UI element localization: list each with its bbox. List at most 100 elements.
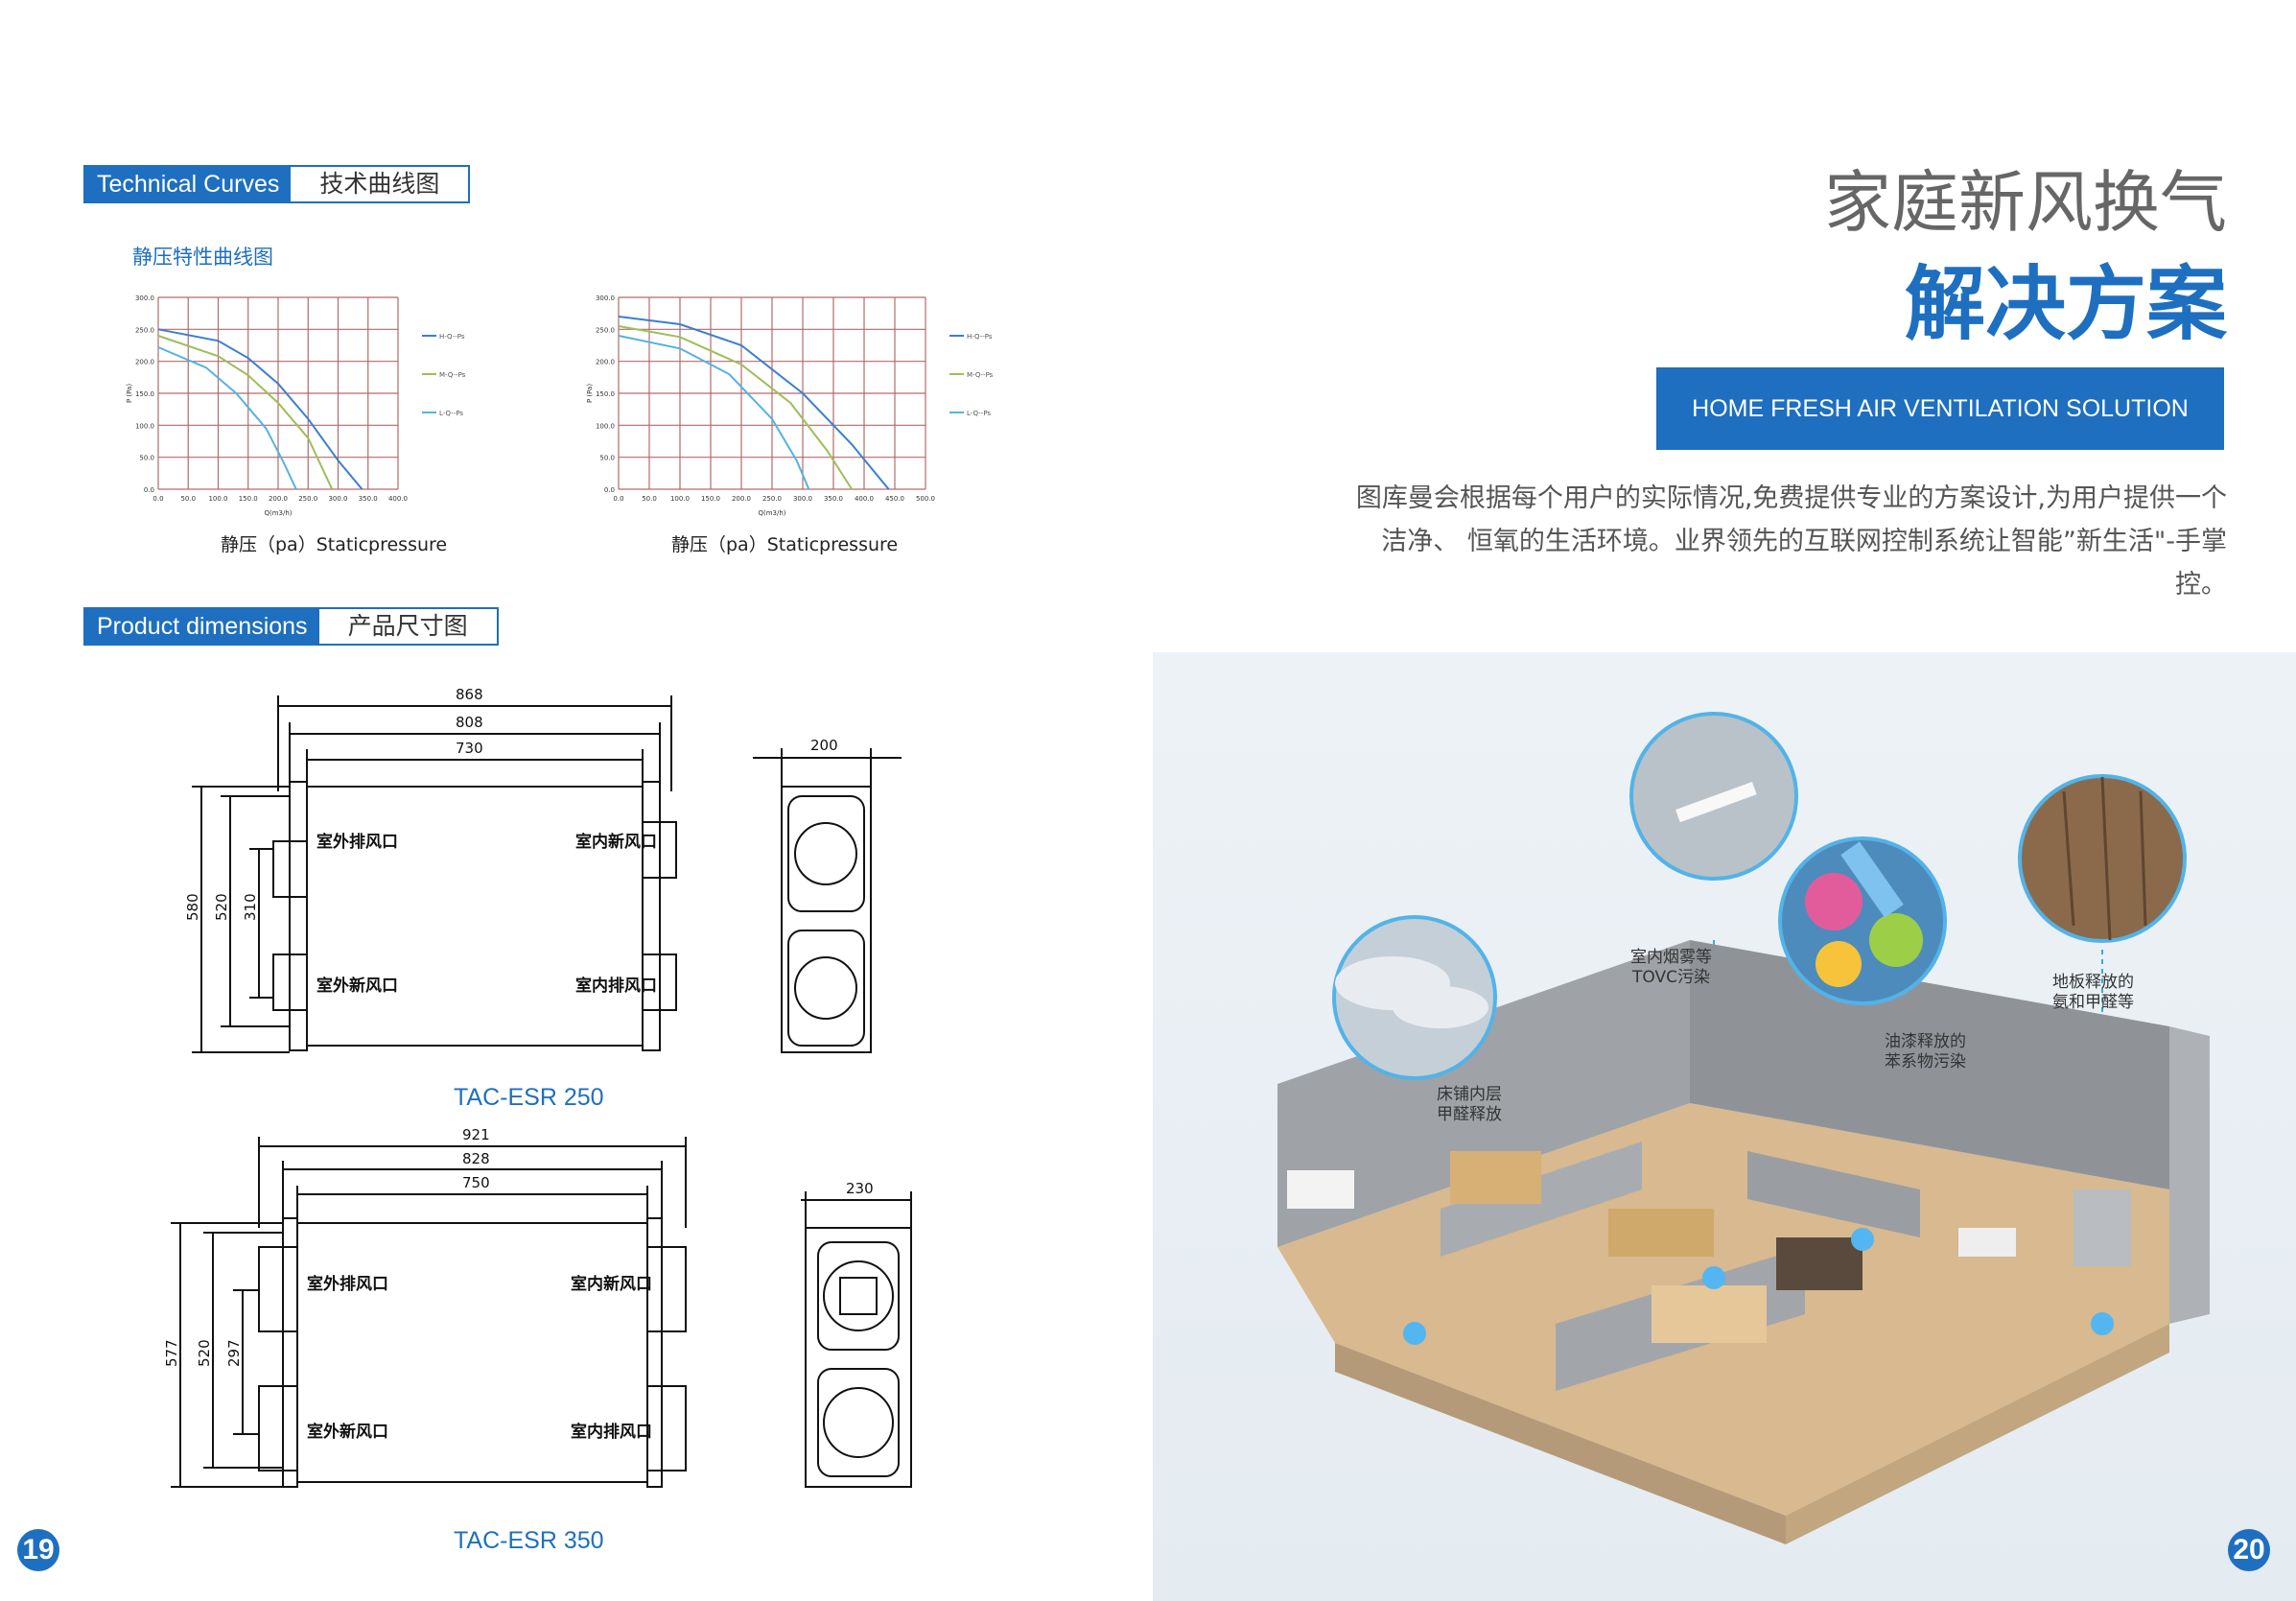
title-line-2: 解决方案 (1904, 257, 2227, 351)
port-350-2: 室内新风口 (571, 1274, 652, 1294)
series-line-L-Q--Ps (618, 335, 810, 490)
x-tick-label: 0.0 (613, 495, 623, 503)
y-tick-label: 0.0 (144, 486, 154, 494)
series-line-H-Q--Ps (157, 328, 363, 490)
legend-label: L-Q--Ps (439, 410, 463, 417)
y-tick-label: 0.0 (604, 486, 615, 494)
dimension-drawing-250: 868 808 730 200 580 520 310 室外排风口 室内新风口 … (184, 686, 902, 1053)
dim-350-h2: 520 (196, 1339, 213, 1367)
dim-250-overall: 868 (456, 686, 483, 703)
y-tick-label: 300.0 (596, 294, 615, 302)
dim-350-inner: 750 (462, 1174, 490, 1191)
product-dimensions-en: Product dimensions (85, 609, 319, 644)
x-tick-label: 150.0 (701, 495, 720, 503)
callout-bed-line2: 甲醛释放 (1437, 1105, 1502, 1124)
y-tick-label: 150.0 (596, 390, 615, 398)
series-line-L-Q--Ps (157, 346, 297, 490)
dim-350-mid: 828 (462, 1150, 490, 1167)
x-tick-label: 0.0 (152, 495, 163, 503)
legend-label: M-Q--Ps (439, 371, 466, 379)
callout-paint-line2: 苯系物污染 (1885, 1052, 1966, 1071)
page-number-19: 19 (17, 1529, 59, 1571)
x-tick-label: 450.0 (885, 495, 904, 503)
port-250-3: 室外新风口 (316, 976, 398, 996)
port-350-4: 室内排风口 (571, 1422, 652, 1442)
product-dimensions-cn: 产品尺寸图 (347, 612, 468, 640)
x-tick-label: 400.0 (388, 495, 408, 503)
x-tick-label: 250.0 (762, 495, 782, 503)
dim-250-height: 580 (184, 893, 201, 921)
callout-smoke-line1: 室内烟雾等 (1630, 948, 1712, 967)
dim-250-mid: 808 (456, 714, 483, 731)
technical-curves-cn: 技术曲线图 (319, 170, 440, 198)
x-tick-label: 50.0 (180, 495, 196, 503)
technical-curves-en: Technical Curves (85, 167, 292, 201)
dim-250-depth: 200 (810, 737, 838, 754)
page-number-20: 20 (2228, 1529, 2270, 1571)
series-line-H-Q--Ps (618, 316, 890, 490)
series-line-M-Q--Ps (157, 335, 334, 490)
legend-label: L-Q--Ps (967, 410, 991, 417)
port-250-2: 室内新风口 (575, 832, 657, 852)
dim-250-inner: 730 (456, 740, 483, 757)
y-tick-label: 50.0 (599, 455, 615, 462)
x-tick-label: 100.0 (208, 495, 227, 503)
chart-2-caption: 静压（pa）Staticpressure (671, 534, 899, 555)
house-illustration-panel: 床铺内层 甲醛释放 室内烟雾等 TOVC污染 油漆释放的 苯系物污染 地板释放的… (1153, 652, 2296, 1601)
y-tick-label: 150.0 (135, 390, 154, 398)
x-tick-label: 300.0 (793, 495, 812, 503)
x-tick-label: 300.0 (328, 495, 347, 503)
callout-floor-line1: 地板释放的 (2052, 973, 2134, 992)
y-tick-label: 300.0 (135, 294, 154, 302)
dim-350-depth: 230 (846, 1180, 874, 1197)
callout-bed-line1: 床铺内层 (1437, 1085, 1502, 1104)
model-label-250: TAC-ESR 250 (454, 1084, 604, 1111)
dim-250-h2: 520 (213, 893, 230, 921)
callout-floor: 地板释放的 氨和甲醛等 (2052, 973, 2134, 1013)
house-cutaway-illustration (1277, 712, 2210, 1544)
port-350-3: 室外新风口 (307, 1422, 388, 1442)
port-250-1: 室外排风口 (316, 832, 398, 852)
y-tick-label: 250.0 (135, 326, 154, 334)
y-tick-label: 250.0 (596, 326, 615, 334)
dim-350-height: 577 (163, 1339, 180, 1367)
x-tick-label: 400.0 (855, 495, 874, 503)
y-tick-label: 100.0 (135, 422, 154, 430)
y-tick-label: 50.0 (139, 455, 154, 462)
x-tick-label: 100.0 (670, 495, 690, 503)
chart-section-title: 静压特性曲线图 (132, 246, 273, 269)
x-tick-label: 150.0 (239, 495, 258, 503)
series-line-M-Q--Ps (618, 325, 854, 490)
callout-smoke-line2: TOVC污染 (1632, 968, 1710, 987)
static-pressure-chart-2: 0.0 50.0 100.0 150.0 200.0 250.0 300.0 350.0 400… (586, 294, 994, 517)
dim-350-overall: 921 (462, 1126, 490, 1143)
legend-label: H-Q--Ps (439, 333, 465, 341)
callout-smoke: 室内烟雾等 TOVC污染 (1630, 948, 1712, 988)
x-tick-label: 350.0 (824, 495, 843, 503)
x-tick-label: 200.0 (269, 495, 288, 503)
solution-banner: HOME FRESH AIR VENTILATION SOLUTION (1656, 367, 2224, 450)
port-350-1: 室外排风口 (307, 1274, 388, 1294)
technical-curves-tag: Technical Curves 技术曲线图 (83, 165, 471, 203)
model-label-350: TAC-ESR 350 (454, 1527, 604, 1554)
legend-label: M-Q--Ps (967, 371, 994, 379)
product-dimensions-tag: Product dimensions 产品尺寸图 (83, 607, 499, 646)
callout-bed: 床铺内层 甲醛释放 (1437, 1085, 1502, 1125)
dim-250-h3: 310 (242, 893, 259, 921)
dimension-drawing-350: 921 828 750 230 577 520 297 室外排风口 室内新风口 … (163, 1126, 912, 1488)
x-tick-label: 250.0 (298, 495, 317, 503)
static-pressure-chart-1: 0.0 50.0 100.0 150.0 200.0 250.0 300.0 350.0 400… (126, 294, 466, 517)
x-axis-label: Q(m3/h) (264, 509, 292, 517)
legend-label: H-Q--Ps (967, 333, 993, 341)
x-tick-label: 200.0 (732, 495, 751, 503)
x-tick-label: 50.0 (642, 495, 657, 503)
x-tick-label: 500.0 (916, 495, 935, 503)
port-250-4: 室内排风口 (575, 976, 657, 996)
callout-paint-line1: 油漆释放的 (1885, 1032, 1966, 1051)
y-axis-label: P (Pa) (586, 384, 594, 403)
y-tick-label: 100.0 (596, 422, 615, 430)
dim-350-h3: 297 (225, 1339, 243, 1367)
x-axis-label: Q(m3/h) (758, 509, 785, 517)
chart-1-caption: 静压（pa）Staticpressure (221, 534, 448, 555)
x-tick-label: 350.0 (359, 495, 378, 503)
